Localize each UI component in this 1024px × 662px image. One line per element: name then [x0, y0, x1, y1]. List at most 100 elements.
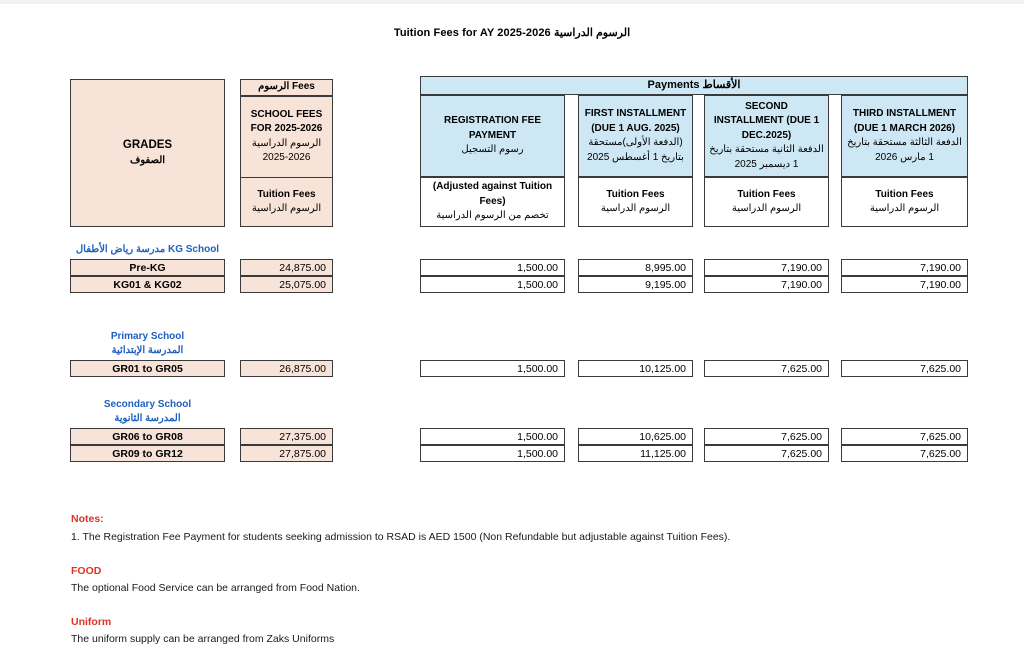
fees-school-fees-ar: الرسوم الدراسية 2026-2025	[251, 137, 322, 164]
payment-col-second-sub-en: Tuition Fees	[737, 188, 796, 200]
payment-col-first-sub-en: Tuition Fees	[606, 188, 665, 200]
second-installment-gr09-gr12: 7,625.00	[704, 445, 829, 462]
school-fees-pre-kg: 24,875.00	[240, 259, 333, 276]
registration-gr09-gr12: 1,500.00	[420, 445, 565, 462]
fees-tuition-en: Tuition Fees	[257, 188, 316, 200]
page-title-en: Tuition Fees for AY 2025-2026	[393, 27, 551, 39]
second-installment-pre-kg: 7,190.00	[704, 259, 829, 276]
third-installment-value: 7,190.00	[920, 278, 961, 291]
grade-cell-gr06-gr08: GR06 to GR08	[70, 428, 225, 445]
registration-value: 1,500.00	[517, 430, 558, 443]
first-installment-value: 10,125.00	[639, 362, 686, 375]
payment-col-first-title-ar: (الدفعة الأولى)مستحقة بتاريخ 1 أغسطس 202…	[587, 137, 684, 163]
section-label-primary-ar: المدرسة الإبتدائية	[111, 344, 184, 356]
school-fees-value: 26,875.00	[279, 362, 326, 375]
payment-col-third-sub: Tuition Fees الرسوم الدراسية	[841, 177, 968, 227]
fees-header-title-en: Fees	[292, 81, 315, 93]
second-installment-value: 7,190.00	[781, 261, 822, 274]
third-installment-kg01-kg02: 7,190.00	[841, 276, 968, 293]
second-installment-value: 7,625.00	[781, 447, 822, 460]
registration-value: 1,500.00	[517, 447, 558, 460]
school-fees-kg01-kg02: 25,075.00	[240, 276, 333, 293]
school-fees-gr01-gr05: 26,875.00	[240, 360, 333, 377]
payment-col-first-title-en: FIRST INSTALLMENT (DUE 1 AUG. 2025)	[584, 108, 687, 134]
payment-col-registration-sub: (Adjusted against Tuition Fees) تخصم من …	[420, 177, 565, 227]
payment-col-second-title-ar: الدفعة الثانية مستحقة بتاريخ 1 ديسمبر 20…	[709, 144, 824, 170]
grade-cell-kg01-kg02: KG01 & KG02	[70, 276, 225, 293]
school-fees-value: 27,875.00	[279, 447, 326, 460]
third-installment-pre-kg: 7,190.00	[841, 259, 968, 276]
payment-col-first-title: FIRST INSTALLMENT (DUE 1 AUG. 2025) (الد…	[578, 95, 693, 177]
uniform-heading: Uniform	[71, 616, 112, 628]
payment-col-first-sub: Tuition Fees الرسوم الدراسية	[578, 177, 693, 227]
second-installment-value: 7,625.00	[781, 362, 822, 375]
grade-label: KG01 & KG02	[113, 278, 182, 291]
payments-header-en: Payments	[647, 78, 700, 91]
payment-col-third-title-ar: الدفعة الثالثة مستحقة بتاريخ 1 مارس 2026	[847, 137, 962, 163]
payment-col-registration-title: REGISTRATION FEE PAYMENT رسوم التسجيل	[420, 95, 565, 177]
section-label-primary-en: Primary School	[110, 331, 185, 342]
section-label-kg-ar: مدرسة رياض الأطفال	[75, 244, 166, 255]
registration-value: 1,500.00	[517, 261, 558, 274]
second-installment-kg01-kg02: 7,190.00	[704, 276, 829, 293]
school-fees-value: 25,075.00	[279, 278, 326, 291]
third-installment-value: 7,625.00	[920, 447, 961, 460]
payment-col-third-sub-ar: الرسوم الدراسية	[869, 203, 940, 214]
payment-col-registration-title-ar: رسوم التسجيل	[461, 144, 524, 156]
section-label-primary: Primary School المدرسة الإبتدائية	[70, 330, 225, 357]
payment-col-registration-title-en: REGISTRATION FEE PAYMENT	[443, 115, 542, 141]
first-installment-value: 9,195.00	[645, 278, 686, 291]
notes-item-1: 1. The Registration Fee Payment for stud…	[71, 531, 731, 543]
first-installment-gr01-gr05: 10,125.00	[578, 360, 693, 377]
registration-gr01-gr05: 1,500.00	[420, 360, 565, 377]
third-installment-value: 7,190.00	[920, 261, 961, 274]
third-installment-value: 7,625.00	[920, 362, 961, 375]
grade-label: GR01 to GR05	[112, 362, 183, 375]
registration-value: 1,500.00	[517, 362, 558, 375]
section-label-secondary: Secondary School المدرسة الثانوية	[70, 398, 225, 425]
registration-gr06-gr08: 1,500.00	[420, 428, 565, 445]
second-installment-value: 7,190.00	[781, 278, 822, 291]
page-title-ar: الرسوم الدراسية	[553, 27, 631, 39]
registration-value: 1,500.00	[517, 278, 558, 291]
first-installment-value: 8,995.00	[645, 261, 686, 274]
payment-col-first-sub-ar: الرسوم الدراسية	[600, 203, 671, 214]
grades-header-cell: GRADES الصفوف	[70, 79, 225, 227]
notes-heading: Notes:	[71, 513, 104, 525]
grade-cell-gr01-gr05: GR01 to GR05	[70, 360, 225, 377]
grade-label: Pre-KG	[129, 261, 166, 274]
fees-header-title: الرسوم Fees	[240, 79, 333, 96]
fees-tuition-ar: الرسوم الدراسية	[251, 203, 322, 214]
third-installment-gr01-gr05: 7,625.00	[841, 360, 968, 377]
grades-header-ar: الصفوف	[129, 155, 166, 167]
section-label-kg: مدرسة رياض الأطفال KG School	[70, 243, 225, 257]
first-installment-gr06-gr08: 10,625.00	[578, 428, 693, 445]
payment-col-second-sub-ar: الرسوم الدراسية	[731, 203, 802, 214]
school-fees-value: 24,875.00	[279, 261, 326, 274]
page-title: Tuition Fees for AY 2025-2026 الرسوم الد…	[0, 26, 1024, 39]
payment-col-third-title: THIRD INSTALLMENT (DUE 1 MARCH 2026) الد…	[841, 95, 968, 177]
section-label-kg-en: KG School	[167, 244, 220, 255]
school-fees-gr06-gr08: 27,375.00	[240, 428, 333, 445]
first-installment-pre-kg: 8,995.00	[578, 259, 693, 276]
registration-kg01-kg02: 1,500.00	[420, 276, 565, 293]
first-installment-value: 10,625.00	[639, 430, 686, 443]
school-fees-gr09-gr12: 27,875.00	[240, 445, 333, 462]
registration-pre-kg: 1,500.00	[420, 259, 565, 276]
payment-col-second-title: SECOND INSTALLMENT (DUE 1 DEC.2025) الدف…	[704, 95, 829, 177]
third-installment-gr09-gr12: 7,625.00	[841, 445, 968, 462]
grades-header-en: GRADES	[122, 139, 173, 152]
second-installment-value: 7,625.00	[781, 430, 822, 443]
first-installment-gr09-gr12: 11,125.00	[578, 445, 693, 462]
payment-col-registration-sub-en: (Adjusted against Tuition Fees)	[432, 181, 553, 207]
grade-cell-gr09-gr12: GR09 to GR12	[70, 445, 225, 462]
top-strip	[0, 0, 1024, 4]
fees-school-fees-en: SCHOOL FEES FOR 2025-2026	[250, 108, 323, 135]
uniform-text: The uniform supply can be arranged from …	[71, 633, 335, 645]
fees-tuition-cell: Tuition Fees الرسوم الدراسية	[240, 177, 333, 227]
section-label-secondary-ar: المدرسة الثانوية	[114, 412, 181, 424]
fees-school-fees-cell: SCHOOL FEES FOR 2025-2026 الرسوم الدراسي…	[240, 95, 333, 178]
payment-col-third-title-en: THIRD INSTALLMENT (DUE 1 MARCH 2026)	[852, 108, 957, 134]
first-installment-kg01-kg02: 9,195.00	[578, 276, 693, 293]
payment-col-second-title-en: SECOND INSTALLMENT (DUE 1 DEC.2025)	[713, 100, 820, 141]
